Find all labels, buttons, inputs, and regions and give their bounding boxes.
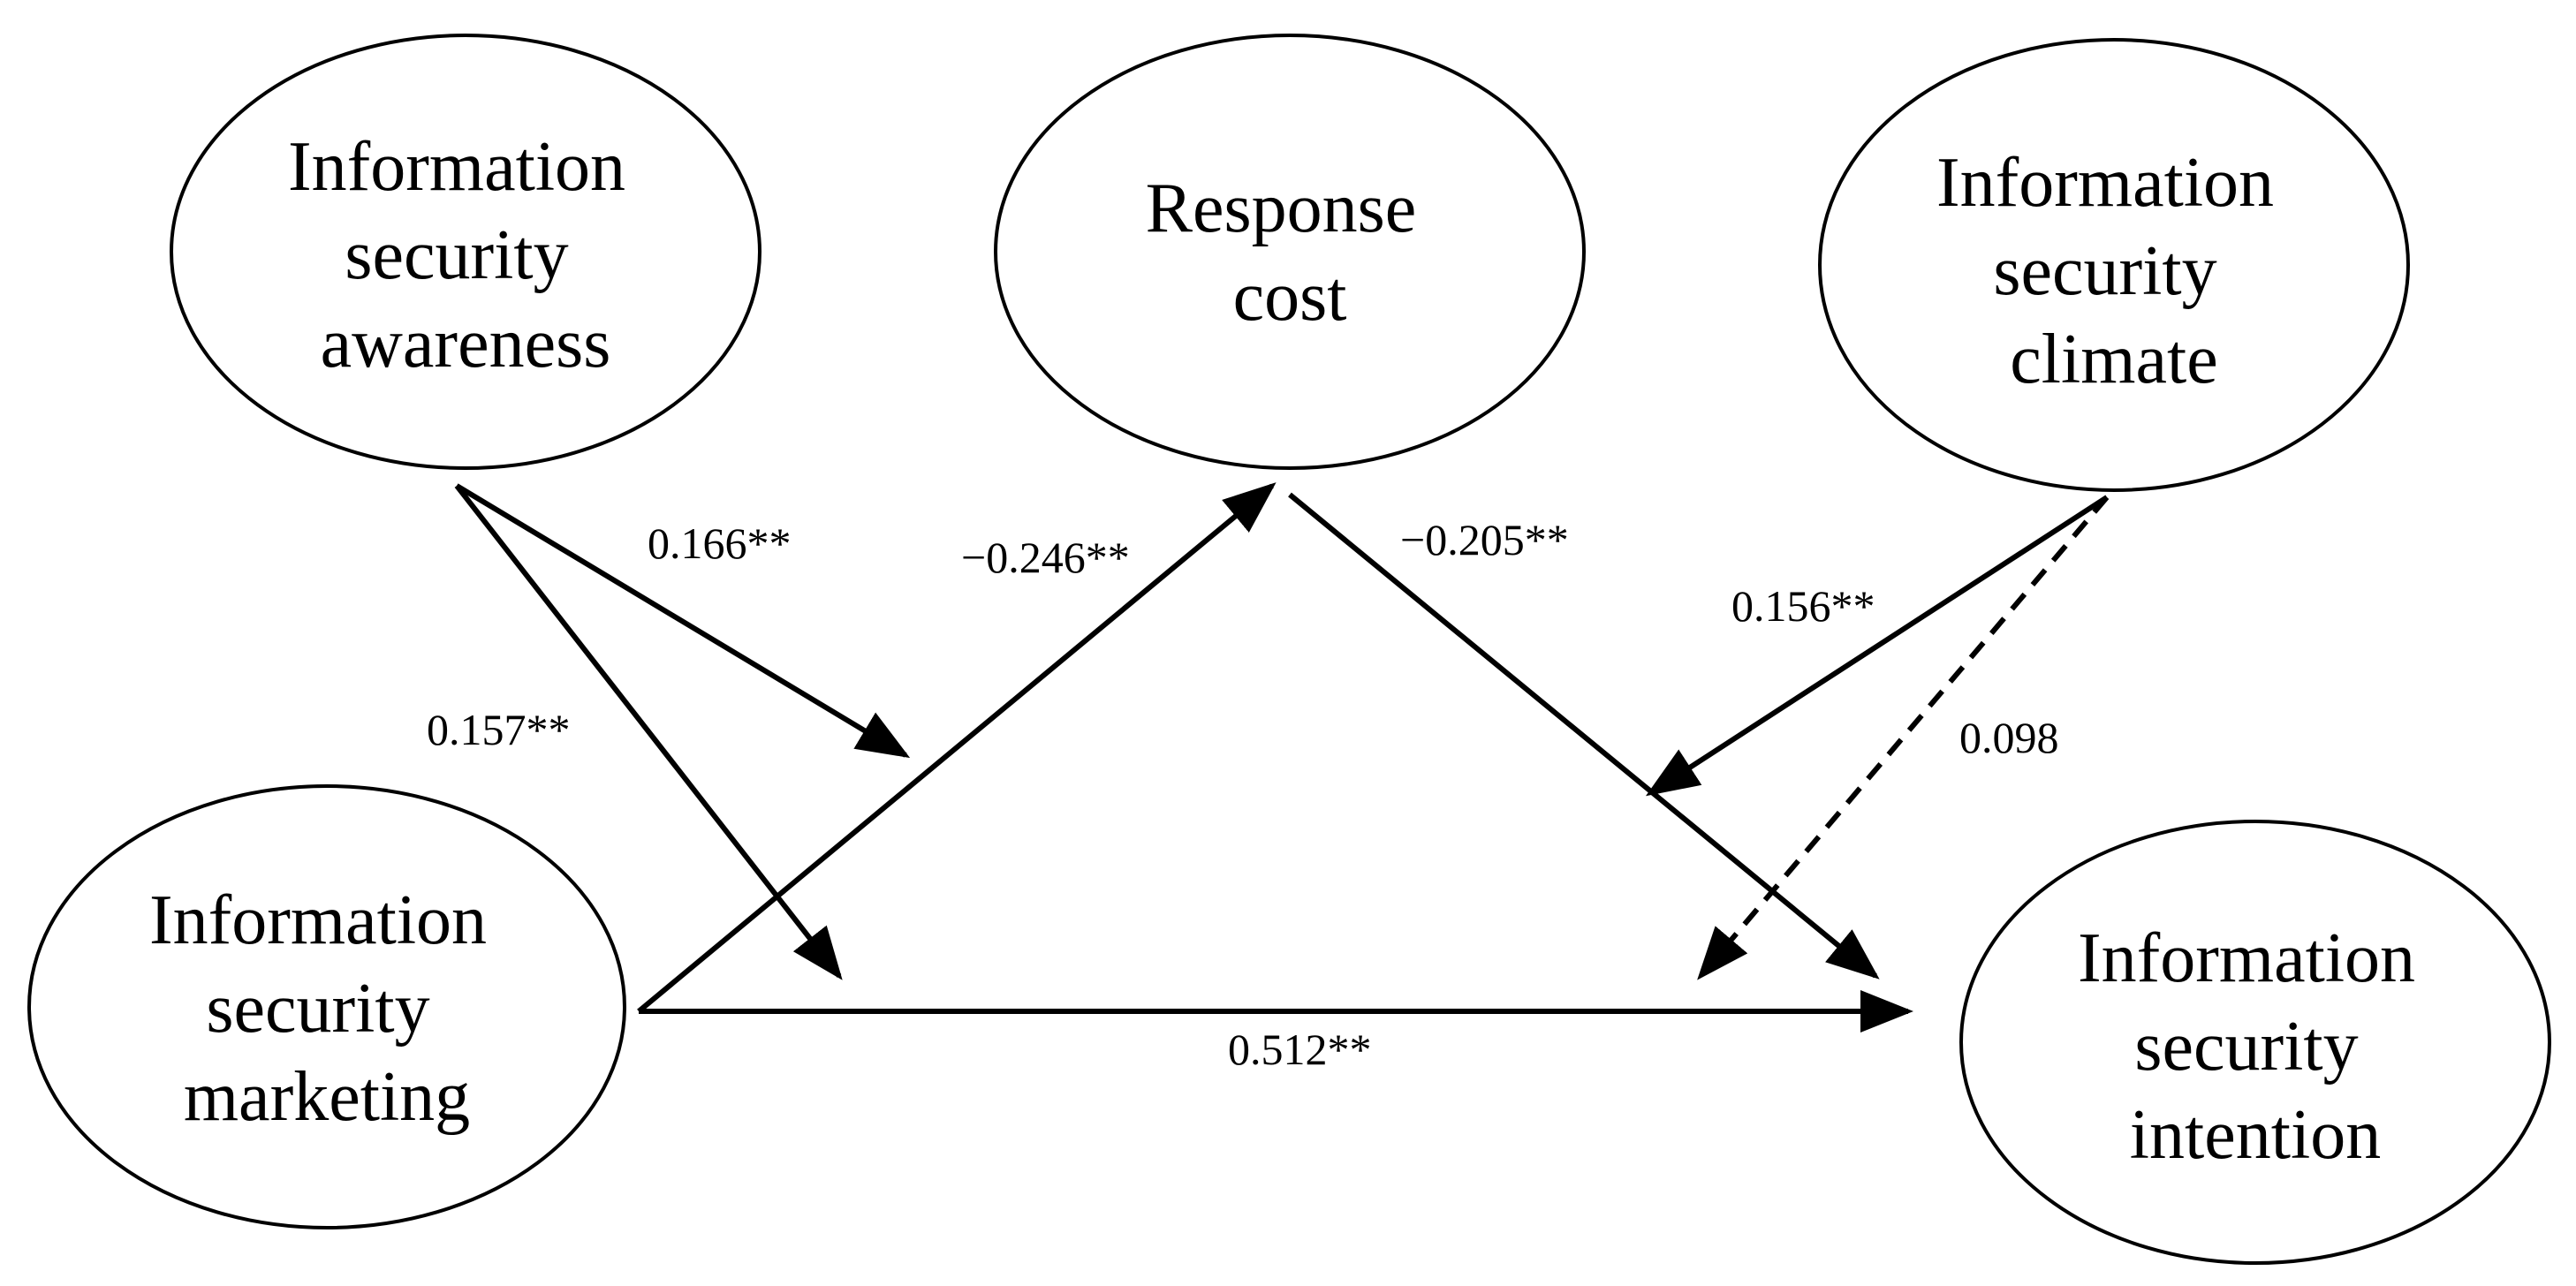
node-label-line: cost: [1233, 258, 1347, 336]
node-label-line: marketing: [184, 1058, 470, 1136]
node-label-line: Response: [1146, 170, 1417, 247]
edge-awareness-to-marketing-intention-path: [454, 484, 843, 980]
node-label-line: Information: [149, 881, 487, 959]
node-ellipse: [1818, 38, 2410, 492]
node-label-line: security: [1993, 232, 2216, 310]
coef-awareness-moderation-b: 0.157**: [427, 705, 571, 754]
node-ellipse: [994, 34, 1586, 470]
node-label: Response cost: [1146, 170, 1435, 336]
node-label: Information security climate: [1936, 144, 2292, 398]
edge-awareness-to-marketing-response-path: [455, 483, 911, 759]
node-label-line: security: [345, 216, 568, 294]
node-ellipse: [1959, 820, 2551, 1265]
edge-climate-to-response-intention-path: [1645, 495, 2109, 797]
node-label: Information security awareness: [288, 128, 643, 382]
coef-climate-moderation-a: 0.156**: [1731, 581, 1875, 631]
node-label: Information security marketing: [149, 881, 504, 1136]
coef-awareness-moderation-a: 0.166**: [648, 518, 792, 568]
node-label-line: Information: [288, 128, 625, 206]
node-information-security-marketing: Information security marketing: [27, 784, 626, 1229]
node-label-line: Information: [1936, 144, 2274, 222]
node-label-line: climate: [2010, 321, 2217, 398]
node-information-security-intention: Information security intention: [1959, 820, 2551, 1265]
edge-climate-to-marketing-intention-path: [1697, 495, 2110, 980]
node-ellipse: [27, 784, 626, 1229]
coef-response-cost-to-intention: −0.205**: [1400, 515, 1569, 564]
edges: [454, 482, 2110, 1033]
node-response-cost: Response cost: [994, 34, 1586, 470]
coef-marketing-to-response-cost: −0.246**: [961, 533, 1130, 582]
node-label-line: intention: [2130, 1096, 2381, 1174]
node-label-line: security: [206, 970, 429, 1048]
node-label: Information security intention: [2078, 919, 2433, 1174]
path-coefficients: 0.166** 0.157** −0.246** −0.205** 0.156*…: [427, 515, 2059, 1074]
edge-response-cost-to-intention: [1288, 492, 1880, 980]
node-information-security-climate: Information security climate: [1818, 38, 2410, 492]
edge-marketing-to-response-cost: [637, 482, 1277, 1014]
coef-climate-moderation-b: 0.098: [1959, 713, 2059, 762]
node-label-line: security: [2134, 1008, 2358, 1086]
node-label-line: Information: [2078, 919, 2415, 997]
node-label-line: awareness: [321, 305, 611, 382]
coef-marketing-to-intention: 0.512**: [1228, 1025, 1372, 1074]
node-information-security-awareness: Information security awareness: [170, 34, 761, 470]
node-ellipse: [170, 34, 761, 470]
